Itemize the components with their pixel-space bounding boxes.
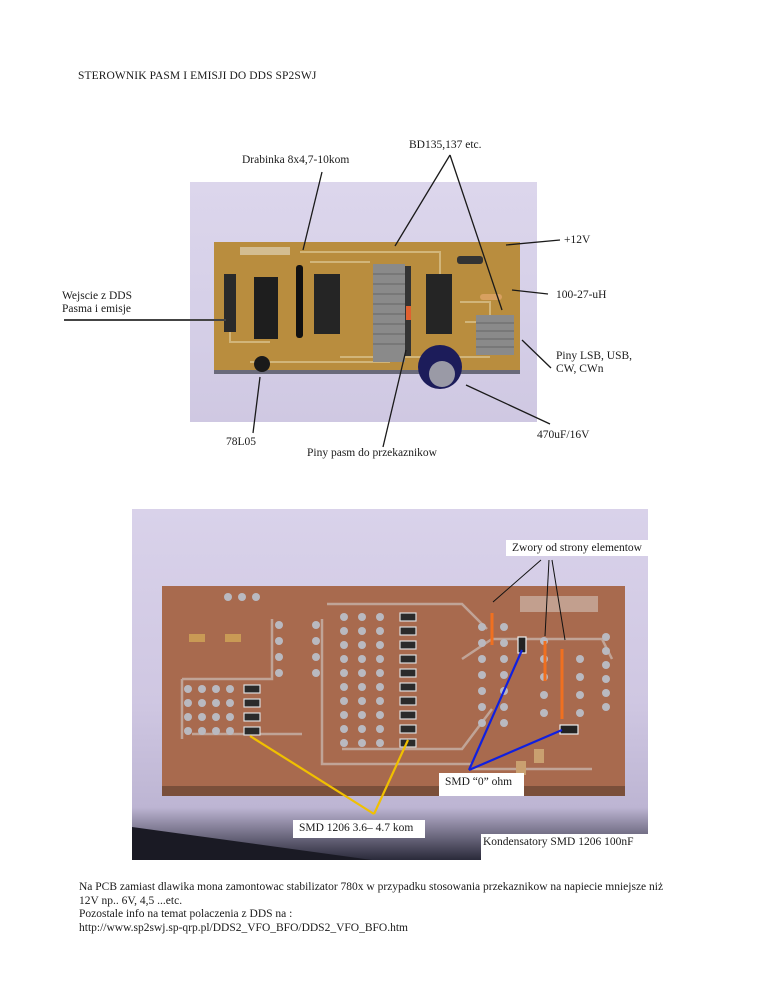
pcb-silkscreen-label bbox=[240, 247, 290, 255]
footer-line-1: Na PCB zamiast dlawika mona zamontowac s… bbox=[79, 881, 664, 893]
ic-1 bbox=[254, 277, 278, 339]
label-wejscie-line1: Wejscie z DDS bbox=[62, 290, 132, 302]
label-wejscie: Wejscie z DDS Pasma i emisje bbox=[62, 290, 132, 316]
footer-line-2: 12V np.. 6V, 4,5 ...etc. bbox=[79, 894, 183, 907]
label-wejscie-line2: Pasma i emisje bbox=[62, 303, 131, 315]
pcb-edge bbox=[214, 370, 520, 374]
transistor-array-mode bbox=[476, 315, 514, 355]
pcb-solder-side-photo bbox=[132, 509, 648, 860]
regulator-78l05 bbox=[254, 356, 270, 372]
relay-pins-marker bbox=[406, 306, 411, 320]
label-piny-lsb-line1: Piny LSB, USB, bbox=[556, 350, 633, 362]
smd-zero-ohm-1 bbox=[517, 636, 527, 654]
label-bd135: BD135,137 etc. bbox=[409, 139, 482, 151]
footer-notes: Na PCB zamiast dlawika mona zamontowac s… bbox=[79, 881, 759, 935]
kondensatory-label-box: Kondensatory SMD 1206 100nF bbox=[481, 834, 681, 864]
pcb-component-side-photo bbox=[190, 182, 537, 422]
label-78l05: 78L05 bbox=[226, 436, 257, 448]
footer-line-3: Pozostale info na temat polaczenia z DDS… bbox=[79, 908, 293, 920]
document-title: STEROWNIK PASM I EMISJI DO DDS SP2SWJ bbox=[78, 70, 317, 82]
label-12v: +12V bbox=[564, 234, 591, 246]
smd-zero-ohm-2 bbox=[559, 724, 579, 735]
label-smd-resistors: SMD 1206 3.6– 4.7 kom bbox=[293, 820, 426, 838]
footer-link[interactable]: http://www.sp2swj.sp-qrp.pl/DDS2_VFO_BFO… bbox=[79, 921, 408, 934]
label-piny-pasm: Piny pasm do przekaznikow bbox=[307, 447, 437, 459]
label-zwory: Zwory od strony elementow bbox=[506, 540, 648, 556]
power-connector bbox=[457, 256, 483, 264]
smd-resistors-left bbox=[243, 684, 261, 736]
label-inductor: 100-27-uH bbox=[556, 289, 607, 301]
label-smd-zero-ohm: SMD “0” ohm bbox=[439, 773, 525, 796]
pcb-top-drawing bbox=[214, 242, 520, 389]
transistor-array-bd135 bbox=[373, 264, 411, 362]
label-piny-lsb-line2: CW, CWn bbox=[556, 363, 604, 375]
pcb-bottom-drawing bbox=[132, 586, 625, 860]
photo-shadow bbox=[132, 827, 372, 860]
label-drabinka: Drabinka 8x4,7-10kom bbox=[242, 154, 350, 166]
dds-input-header bbox=[224, 274, 236, 332]
solder-pads-left bbox=[184, 593, 320, 735]
label-capacitor: 470uF/16V bbox=[537, 429, 590, 441]
resistor-network bbox=[296, 265, 303, 338]
label-piny-lsb: Piny LSB, USB, CW, CWn bbox=[556, 350, 632, 376]
jumper-wires bbox=[490, 613, 564, 719]
inductor bbox=[480, 294, 502, 300]
pcb-silkscreen-label bbox=[520, 596, 598, 612]
ic-2 bbox=[314, 274, 340, 334]
smd-caps-left bbox=[189, 634, 241, 642]
ic-3 bbox=[426, 274, 452, 334]
label-kondensatory: Kondensatory SMD 1206 100nF bbox=[483, 836, 634, 848]
